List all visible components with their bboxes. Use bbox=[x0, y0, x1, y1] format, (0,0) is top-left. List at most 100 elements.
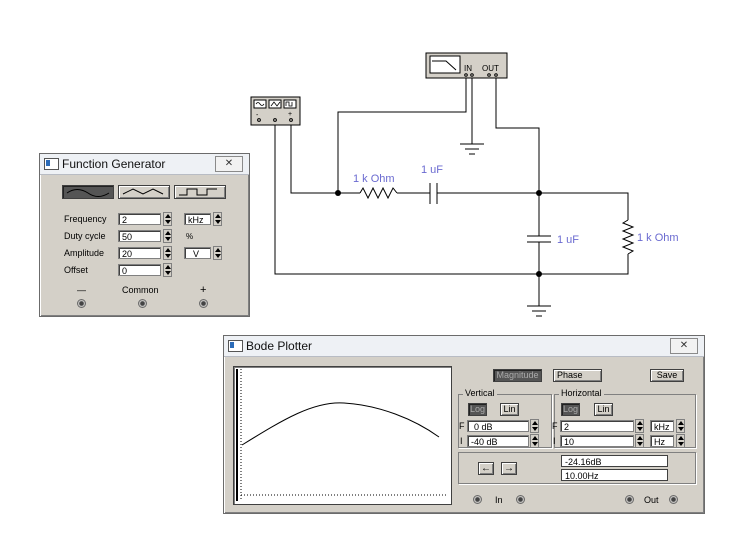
bode-in-terminal-label: IN bbox=[464, 64, 472, 73]
bode-close-button[interactable]: ✕ bbox=[670, 338, 698, 354]
out-minus-terminal[interactable] bbox=[625, 495, 634, 504]
plus-terminal[interactable] bbox=[199, 299, 208, 308]
out-plus-terminal[interactable] bbox=[669, 495, 678, 504]
amplitude-unit-spinner[interactable] bbox=[213, 246, 222, 260]
vertical-final-spinner[interactable] bbox=[530, 419, 539, 433]
cursor-right-button[interactable]: → bbox=[501, 462, 517, 475]
amplitude-label: Amplitude bbox=[64, 248, 105, 258]
duty-cycle-label: Duty cycle bbox=[64, 231, 106, 241]
fg-close-button[interactable]: ✕ bbox=[215, 156, 243, 172]
frequency-unit-spinner[interactable] bbox=[213, 212, 222, 226]
offset-label: Offset bbox=[64, 265, 88, 275]
horizontal-final-unit-spinner[interactable] bbox=[676, 419, 685, 433]
horizontal-group: Horizontal bbox=[554, 388, 696, 448]
bode-plot-area[interactable] bbox=[233, 366, 452, 505]
junction-node bbox=[536, 271, 542, 277]
bode-out-terminal-label: OUT bbox=[482, 64, 499, 73]
duty-cycle-input[interactable]: 50 bbox=[118, 230, 161, 242]
sine-wave-button[interactable] bbox=[62, 185, 114, 199]
amplitude-input[interactable]: 20 bbox=[118, 247, 161, 259]
horizontal-initial-unit-select[interactable]: Hz bbox=[650, 435, 674, 447]
magnitude-button[interactable]: Magnitude bbox=[493, 369, 542, 382]
vertical-initial-spinner[interactable] bbox=[530, 434, 539, 448]
function-generator-instrument[interactable]: - + bbox=[250, 96, 301, 126]
triangle-wave-icon bbox=[122, 188, 164, 195]
horizontal-log-button[interactable]: Log bbox=[561, 403, 580, 416]
duty-cycle-unit: % bbox=[186, 232, 194, 241]
fg-minus-symbol: - bbox=[256, 112, 259, 119]
square-wave-button[interactable] bbox=[174, 185, 226, 199]
common-terminal[interactable] bbox=[138, 299, 147, 308]
vertical-initial-input[interactable]: -40 dB bbox=[467, 435, 529, 447]
frequency-unit-select[interactable]: kHz bbox=[184, 213, 211, 225]
horizontal-final-input[interactable]: 2 bbox=[560, 420, 634, 432]
minus-terminal-label: — bbox=[77, 285, 86, 295]
cursor-left-button[interactable]: ← bbox=[478, 462, 494, 475]
horizontal-initial-unit-spinner[interactable] bbox=[676, 434, 685, 448]
shunt-capacitor[interactable] bbox=[527, 235, 551, 243]
horizontal-lin-button[interactable]: Lin bbox=[594, 403, 613, 416]
save-button[interactable]: Save bbox=[650, 369, 684, 382]
readout-group bbox=[458, 452, 696, 484]
vertical-final-label: F bbox=[459, 421, 465, 431]
series-resistor[interactable] bbox=[359, 186, 398, 200]
fg-titlebar[interactable]: Function Generator ✕ bbox=[40, 154, 249, 175]
sine-wave-icon bbox=[66, 189, 110, 197]
horizontal-final-label: F bbox=[552, 421, 558, 431]
duty-cycle-spinner[interactable] bbox=[163, 229, 172, 243]
frequency-input[interactable]: 2 bbox=[118, 213, 161, 225]
plus-terminal-label: + bbox=[200, 284, 207, 296]
window-icon bbox=[44, 158, 59, 170]
horizontal-initial-label: I bbox=[553, 436, 556, 446]
readout-magnitude: -24.16dB bbox=[561, 455, 668, 467]
ground-symbol bbox=[460, 143, 484, 155]
bode-plotter-instrument[interactable]: IN OUT bbox=[425, 52, 508, 79]
junction-node bbox=[536, 190, 542, 196]
bode-magnitude-curve bbox=[241, 402, 440, 446]
common-terminal-label: Common bbox=[122, 285, 159, 295]
vertical-initial-label: I bbox=[460, 436, 463, 446]
junction-node bbox=[335, 190, 341, 196]
triangle-wave-button[interactable] bbox=[118, 185, 170, 199]
series-capacitor[interactable] bbox=[429, 183, 438, 204]
window-icon bbox=[228, 340, 243, 352]
frequency-label: Frequency bbox=[64, 214, 107, 224]
in-plus-terminal[interactable] bbox=[516, 495, 525, 504]
out-terminal-label: Out bbox=[644, 495, 659, 505]
series-resistor-label: 1 k Ohm bbox=[353, 173, 395, 185]
phase-button[interactable]: Phase bbox=[553, 369, 602, 382]
horizontal-initial-input[interactable]: 10 bbox=[560, 435, 634, 447]
wires bbox=[274, 78, 629, 306]
horizontal-group-title: Horizontal bbox=[559, 388, 604, 398]
in-terminal-label: In bbox=[495, 495, 503, 505]
fg-plus-symbol: + bbox=[288, 111, 292, 118]
vertical-group-title: Vertical bbox=[463, 388, 497, 398]
in-minus-terminal[interactable] bbox=[473, 495, 482, 504]
amplitude-unit-select[interactable]: V bbox=[184, 247, 211, 259]
load-resistor[interactable] bbox=[621, 219, 635, 255]
fg-title: Function Generator bbox=[62, 157, 166, 171]
vertical-group: Vertical bbox=[458, 388, 552, 448]
bode-plot-svg bbox=[236, 369, 448, 501]
ground-symbol bbox=[527, 305, 551, 317]
bode-plotter-window: Bode Plotter ✕ Magnitude Phase Save Vert… bbox=[223, 335, 705, 514]
bode-title: Bode Plotter bbox=[246, 339, 313, 353]
frequency-spinner[interactable] bbox=[163, 212, 172, 226]
series-capacitor-label: 1 uF bbox=[421, 164, 443, 176]
amplitude-spinner[interactable] bbox=[163, 246, 172, 260]
function-generator-window: Function Generator ✕ Frequency 2 kHz Dut… bbox=[39, 153, 250, 317]
offset-input[interactable]: 0 bbox=[118, 264, 161, 276]
horizontal-final-spinner[interactable] bbox=[635, 419, 644, 433]
square-wave-icon bbox=[179, 188, 217, 196]
horizontal-initial-spinner[interactable] bbox=[635, 434, 644, 448]
vertical-lin-button[interactable]: Lin bbox=[500, 403, 519, 416]
shunt-capacitor-label: 1 uF bbox=[557, 234, 579, 246]
bode-titlebar[interactable]: Bode Plotter ✕ bbox=[224, 336, 704, 357]
readout-frequency: 10.00Hz bbox=[561, 469, 668, 481]
vertical-log-button[interactable]: Log bbox=[468, 403, 487, 416]
horizontal-final-unit-select[interactable]: kHz bbox=[650, 420, 674, 432]
offset-spinner[interactable] bbox=[163, 263, 172, 277]
vertical-final-input[interactable]: 0 dB bbox=[467, 420, 529, 432]
minus-terminal[interactable] bbox=[77, 299, 86, 308]
